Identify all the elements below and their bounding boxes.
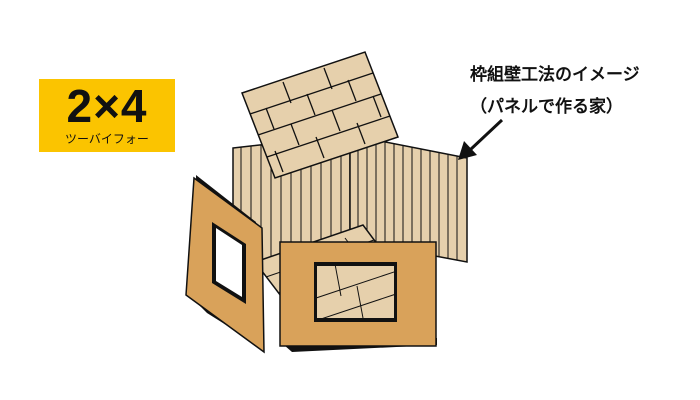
back-wall-right-panel [349, 134, 468, 263]
badge-2x4: 2×4 ツーバイフォー [39, 79, 175, 152]
roof-panel [241, 51, 399, 179]
side-wall-panel-with-window [185, 175, 265, 354]
badge-subtitle: ツーバイフォー [65, 132, 149, 146]
front-wall-panel-with-window [279, 241, 437, 352]
caption-subtitle: （パネルで作る家） [470, 97, 623, 117]
caption-title: 枠組壁工法のイメージ [470, 65, 640, 85]
badge-title: 2×4 [66, 80, 148, 132]
arrow-icon [458, 118, 504, 160]
